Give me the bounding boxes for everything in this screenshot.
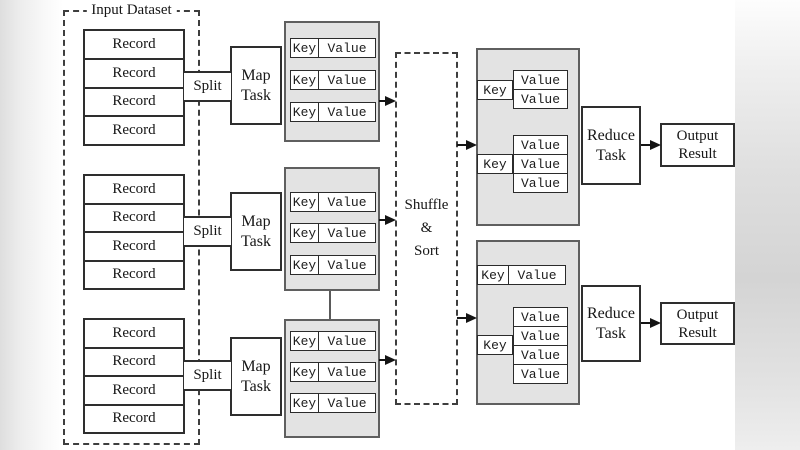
reduce-value-cell: Value [513, 173, 568, 193]
split-connector-2: Split [184, 216, 231, 247]
record-cell: Record [85, 375, 183, 404]
reduce-value-cell: Value [513, 326, 568, 346]
map-to-shuffle-arrow-3 [379, 354, 396, 365]
record-stack-1: Record Record Record Record [83, 29, 185, 146]
split-connector-1: Split [184, 71, 231, 102]
record-cell: Record [85, 202, 183, 232]
reduce-to-output-arrow-1 [641, 139, 661, 150]
reduce-key-cell: Key [477, 154, 513, 174]
reduce-key-cell: Key [477, 80, 513, 100]
reduce-value-cell: Value [513, 307, 568, 327]
key-value-row: Key Value [290, 255, 376, 275]
key-value-row: Key Value [290, 70, 376, 90]
key-value-row: Key Value [290, 102, 376, 122]
key-value-row: Key Value [290, 331, 376, 351]
value-cell: Value [327, 257, 367, 273]
reduce-value-cell: Value [513, 89, 568, 109]
output-result-box-1: Output Result [660, 123, 735, 167]
key-cell: Key [291, 394, 319, 412]
key-cell: Key [291, 39, 319, 57]
reduce-key-cell: Key [477, 335, 513, 355]
key-value-row: Key Value [290, 393, 376, 413]
reduce-value-cell: Value [513, 154, 568, 174]
record-stack-3: Record Record Record Record [83, 318, 185, 434]
value-cell: Value [327, 395, 367, 411]
key-value-row: Key Value [290, 223, 376, 243]
split-connector-3: Split [184, 360, 231, 391]
record-cell: Record [112, 180, 156, 197]
key-cell: Key [291, 256, 319, 274]
reduce-task-box-2: Reduce Task [581, 285, 641, 362]
key-cell: Key [291, 193, 319, 211]
value-cell: Value [327, 225, 367, 241]
key-cell: Key [291, 332, 319, 350]
shuffle-to-reduce-arrow-1 [457, 139, 477, 150]
map-to-shuffle-arrow-2 [379, 214, 396, 225]
key-value-row: Key Value [290, 362, 376, 382]
value-cell: Value [327, 40, 367, 56]
shuffle-to-reduce-arrow-2 [457, 312, 477, 323]
value-cell: Value [327, 194, 367, 210]
value-cell: Value [327, 72, 367, 88]
record-cell: Record [85, 231, 183, 260]
record-cell: Record [112, 324, 156, 341]
record-cell: Record [85, 115, 183, 144]
reduce-task-box-1: Reduce Task [581, 106, 641, 185]
map-task-box-2: Map Task [230, 192, 282, 271]
right-gray-backdrop [735, 0, 800, 450]
key-value-row: Key Value [290, 192, 376, 212]
key-cell: Key [291, 71, 319, 89]
record-cell: Record [85, 86, 183, 116]
connector-line [329, 290, 331, 320]
value-cell: Value [327, 364, 367, 380]
record-cell: Record [85, 403, 183, 433]
reduce-value-cell: Value [513, 364, 568, 384]
map-to-shuffle-arrow-1 [379, 95, 396, 106]
reduce-value-cell: Value [513, 70, 568, 90]
value-cell: Value [327, 104, 367, 120]
map-task-box-3: Map Task [230, 337, 282, 416]
reduce-value-cell: Value [513, 345, 568, 365]
value-cell: Value [327, 333, 367, 349]
key-cell: Key [291, 103, 319, 121]
shuffle-sort-box: Shuffle & Sort [395, 52, 458, 405]
map-task-box-1: Map Task [230, 46, 282, 125]
reduce-to-output-arrow-2 [641, 317, 661, 328]
record-stack-2: Record Record Record Record [83, 174, 185, 290]
record-cell: Record [112, 35, 156, 52]
key-value-row: Key Value [290, 38, 376, 58]
reduce-value-cell: Value [508, 265, 566, 285]
key-cell: Key [291, 363, 319, 381]
record-cell: Record [85, 346, 183, 376]
reduce-key-cell: Key [477, 265, 509, 285]
record-cell: Record [85, 57, 183, 87]
record-cell: Record [85, 259, 183, 289]
left-gray-backdrop [0, 0, 63, 450]
key-cell: Key [291, 224, 319, 242]
input-dataset-label: Input Dataset [86, 2, 177, 19]
output-result-box-2: Output Result [660, 302, 735, 345]
reduce-value-cell: Value [513, 135, 568, 155]
